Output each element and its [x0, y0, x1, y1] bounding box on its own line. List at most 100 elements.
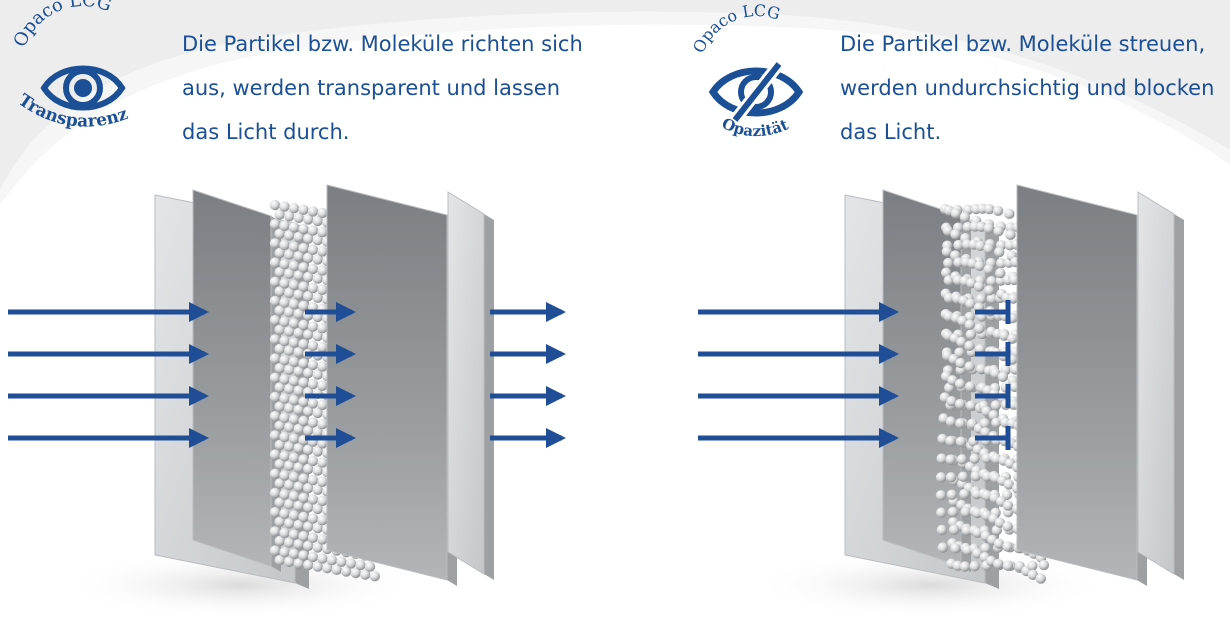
particle [945, 472, 957, 483]
particle [984, 285, 995, 296]
particle [284, 499, 295, 510]
particle [274, 401, 285, 412]
transparency-description: Die Partikel bzw. Moleküle richten sich … [182, 22, 602, 154]
particle [303, 406, 314, 417]
particle [974, 260, 985, 271]
particle [995, 258, 1007, 269]
transparency-panel: Opaco LCG Transparenz Die Partikel bzw. … [10, 0, 602, 154]
particle [284, 479, 295, 491]
particle [269, 219, 281, 230]
particle [975, 293, 987, 305]
particle [1007, 333, 1018, 344]
particle [317, 207, 328, 219]
particle [288, 452, 300, 463]
particle [293, 347, 304, 358]
particle [317, 515, 328, 526]
particle [992, 205, 1004, 217]
particle [303, 252, 314, 263]
particle [957, 471, 969, 482]
particle [307, 532, 319, 543]
particle [269, 276, 281, 287]
particle [959, 561, 971, 572]
particle [298, 243, 309, 254]
particle [954, 398, 966, 410]
blocked-arrow [975, 342, 1011, 366]
particle [303, 233, 314, 244]
blocked-arrow [975, 426, 1011, 450]
particle [303, 483, 314, 494]
transparent-scene [8, 184, 566, 619]
particle [298, 415, 309, 427]
particle [303, 463, 314, 475]
opaque-scene [698, 184, 1184, 619]
particle [298, 511, 309, 523]
blocked-arrow [975, 384, 1011, 408]
particle [279, 201, 290, 212]
particle [274, 209, 285, 220]
particle [288, 337, 300, 348]
particle [269, 411, 281, 422]
particle [288, 260, 300, 271]
particle [279, 220, 290, 231]
particle [288, 279, 300, 291]
particle [269, 449, 281, 460]
particle [303, 559, 314, 571]
particle [284, 364, 295, 375]
particle [269, 526, 281, 537]
particle [274, 363, 285, 374]
particle [269, 487, 281, 499]
description-line: Die Partikel bzw. Moleküle richten sich [182, 32, 583, 56]
particle [279, 355, 290, 366]
particle [269, 353, 281, 364]
particle [317, 246, 328, 257]
particle [975, 240, 986, 252]
particle [279, 547, 290, 558]
particle [307, 379, 319, 390]
particle [946, 395, 957, 407]
particle [312, 503, 323, 515]
particle [935, 472, 947, 483]
particle [288, 375, 300, 387]
particle [969, 453, 980, 464]
particle [317, 553, 328, 564]
particle [1002, 521, 1013, 532]
particle [269, 295, 281, 307]
particle [979, 418, 991, 429]
particle [317, 284, 328, 295]
particle [293, 481, 304, 492]
particle [288, 548, 300, 559]
particle [956, 454, 968, 465]
particle [298, 377, 309, 388]
particle [269, 238, 281, 249]
particle [279, 374, 290, 385]
particle [312, 215, 323, 227]
particle [1027, 560, 1038, 571]
particle [369, 571, 380, 582]
particle [312, 331, 323, 342]
particle [341, 566, 352, 577]
particle [307, 513, 319, 524]
particle [974, 323, 985, 334]
particle [284, 268, 295, 279]
particle [960, 506, 971, 518]
particle [941, 246, 953, 257]
particle [946, 489, 958, 500]
particle [274, 228, 285, 239]
particle [307, 551, 319, 563]
particle [364, 561, 376, 572]
particle [303, 502, 314, 513]
description-line: Die Partikel bzw. Moleküle streuen, [840, 32, 1206, 56]
particle [298, 223, 309, 235]
particle [279, 335, 290, 347]
particle [317, 476, 328, 487]
particle [293, 308, 304, 319]
particle [312, 235, 323, 246]
particle [288, 433, 300, 444]
opacity-description: Die Partikel bzw. Moleküle streuen, werd… [840, 22, 1230, 154]
particle [312, 407, 323, 419]
particle [322, 563, 333, 574]
particle [317, 323, 328, 334]
particle [284, 518, 295, 529]
particle [956, 336, 967, 348]
particle [307, 321, 319, 332]
